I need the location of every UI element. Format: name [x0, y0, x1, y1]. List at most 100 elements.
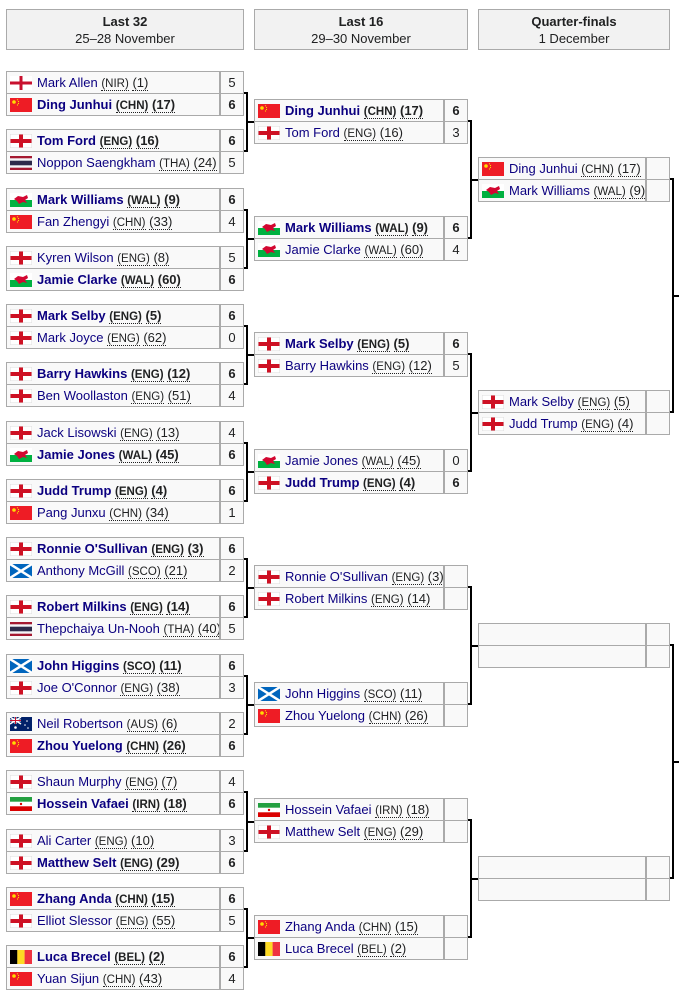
player-name-link[interactable]: Judd Trump	[37, 483, 112, 498]
flag-eng-icon	[482, 417, 504, 431]
player-cell: Ding Junhui CHN 17	[254, 99, 444, 122]
flag-eng-icon	[10, 251, 32, 265]
player-seed: 4	[399, 475, 416, 491]
player-name-link[interactable]: Neil Robertson	[37, 716, 123, 731]
player-name-link[interactable]: Mark Joyce	[37, 330, 104, 345]
player-seed: 2	[148, 949, 165, 965]
player-country: ENG	[117, 253, 150, 266]
player-name-link[interactable]: Yuan Sijun	[37, 971, 100, 986]
player-name-link[interactable]: Ali Carter	[37, 833, 92, 848]
player-country: NIR	[101, 78, 129, 91]
player-seed: 26	[404, 708, 429, 724]
player-name-link[interactable]: Barry Hawkins	[37, 366, 128, 381]
player-cell: Neil Robertson AUS 6	[6, 712, 220, 735]
player-name-link[interactable]: Ding Junhui	[37, 97, 113, 112]
player-name-link[interactable]: Joe O'Connor	[37, 680, 117, 695]
score-cell: 6	[220, 188, 244, 211]
player-name-link[interactable]: Ronnie O'Sullivan	[37, 541, 148, 556]
player-name-link[interactable]: Matthew Selt	[37, 855, 117, 870]
player-name-link[interactable]: Elliot Slessor	[37, 913, 113, 928]
player-seed: 3	[427, 569, 443, 585]
player-name-link[interactable]: Jack Lisowski	[37, 425, 117, 440]
player-name-link[interactable]: Mark Williams	[509, 183, 590, 198]
player-cell: John Higgins SCO 11	[254, 682, 444, 705]
player-name-link[interactable]: Tom Ford	[285, 125, 340, 140]
player-name-link[interactable]: Barry Hawkins	[285, 358, 369, 373]
flag-wal-icon	[258, 221, 280, 235]
player-cell: Zhou Yuelong CHN 26	[6, 734, 220, 757]
score-cell: 5	[220, 151, 244, 174]
player-name-link[interactable]: Zhou Yuelong	[37, 738, 123, 753]
player-cell: Mark Williams WAL 9	[6, 188, 220, 211]
player-cell: Fan Zhengyi CHN 33	[6, 210, 220, 233]
player-name-link[interactable]: John Higgins	[285, 686, 361, 701]
player-cell	[478, 878, 646, 901]
player-name-link[interactable]: Matthew Selt	[285, 824, 361, 839]
score-cell: 6	[220, 268, 244, 291]
score-cell: 6	[220, 595, 244, 618]
score-cell: 5	[220, 909, 244, 932]
flag-eng-icon	[258, 337, 280, 351]
player-country: CHN	[102, 974, 136, 987]
flag-eng-icon	[258, 570, 280, 584]
player-name-link[interactable]: Zhang Anda	[285, 919, 356, 934]
player-cell: Hossein Vafaei IRN 18	[6, 792, 220, 815]
player-name-link[interactable]: Luca Brecel	[285, 941, 354, 956]
player-seed: 12	[167, 366, 191, 382]
player-name-link[interactable]: Mark Selby	[509, 394, 575, 409]
player-name-link[interactable]: Jamie Clarke	[285, 242, 361, 257]
player-name-link[interactable]: Noppon Saengkham	[37, 155, 156, 170]
player-name-link[interactable]: Mark Selby	[285, 336, 354, 351]
player-name-link[interactable]: Thepchaiya Un-Nooh	[37, 621, 160, 636]
player-name-link[interactable]: Luca Brecel	[37, 949, 111, 964]
flag-eng-icon	[258, 476, 280, 490]
player-seed: 40	[197, 621, 219, 637]
player-name-link[interactable]: Ding Junhui	[509, 161, 578, 176]
player-name-link[interactable]: Mark Williams	[37, 192, 124, 207]
player-seed: 45	[397, 453, 421, 469]
player-name-link[interactable]: Jamie Clarke	[37, 272, 118, 287]
player-name-link[interactable]: Anthony McGill	[37, 563, 125, 578]
player-name-link[interactable]: Tom Ford	[37, 133, 96, 148]
round-title: Quarter-finals	[531, 14, 617, 29]
player-name-link[interactable]: Mark Allen	[37, 75, 98, 90]
player-name-link[interactable]: Shaun Murphy	[37, 774, 122, 789]
player-name-link[interactable]: Jamie Jones	[285, 453, 358, 468]
player-name-link[interactable]: Mark Williams	[285, 220, 372, 235]
player-name-link[interactable]: Ronnie O'Sullivan	[285, 569, 388, 584]
player-name-link[interactable]: Judd Trump	[509, 416, 578, 431]
player-name-link[interactable]: John Higgins	[37, 658, 120, 673]
player-name-link[interactable]: Ben Woollaston	[37, 388, 128, 403]
flag-chn-icon	[258, 920, 280, 934]
bracket-connector-line	[672, 761, 679, 763]
score-cell: 6	[444, 216, 468, 239]
player-country: CHN	[112, 217, 146, 230]
flag-eng-icon	[10, 600, 32, 614]
player-name-link[interactable]: Robert Milkins	[285, 591, 368, 606]
player-name-link[interactable]: Mark Selby	[37, 308, 106, 323]
player-name-link[interactable]: Judd Trump	[285, 475, 360, 490]
player-name-link[interactable]: Jamie Jones	[37, 447, 116, 462]
player-cell	[478, 645, 646, 668]
player-name-link[interactable]: Hossein Vafaei	[285, 802, 372, 817]
player-name-link[interactable]: Pang Junxu	[37, 505, 106, 520]
player-cell: Ding Junhui CHN 17	[6, 93, 220, 116]
round-dates: 25–28 November	[75, 31, 175, 46]
player-country: ENG	[125, 777, 158, 790]
player-country: ENG	[94, 836, 128, 849]
player-seed: 17	[399, 103, 424, 119]
player-name-link[interactable]: Zhou Yuelong	[285, 708, 365, 723]
player-seed: 9	[629, 183, 645, 199]
player-name-link[interactable]: Fan Zhengyi	[37, 214, 110, 229]
player-cell: Joe O'Connor ENG 38	[6, 676, 220, 699]
round-dates: 1 December	[538, 31, 610, 46]
player-name-link[interactable]: Zhang Anda	[37, 891, 112, 906]
player-name-link[interactable]: Hossein Vafaei	[37, 796, 129, 811]
player-name-link[interactable]: Kyren Wilson	[37, 250, 114, 265]
player-seed: 8	[153, 250, 170, 266]
player-country: WAL	[375, 223, 409, 236]
player-name-link[interactable]: Robert Milkins	[37, 599, 127, 614]
score-cell	[646, 878, 670, 901]
player-name-link[interactable]: Ding Junhui	[285, 103, 361, 118]
